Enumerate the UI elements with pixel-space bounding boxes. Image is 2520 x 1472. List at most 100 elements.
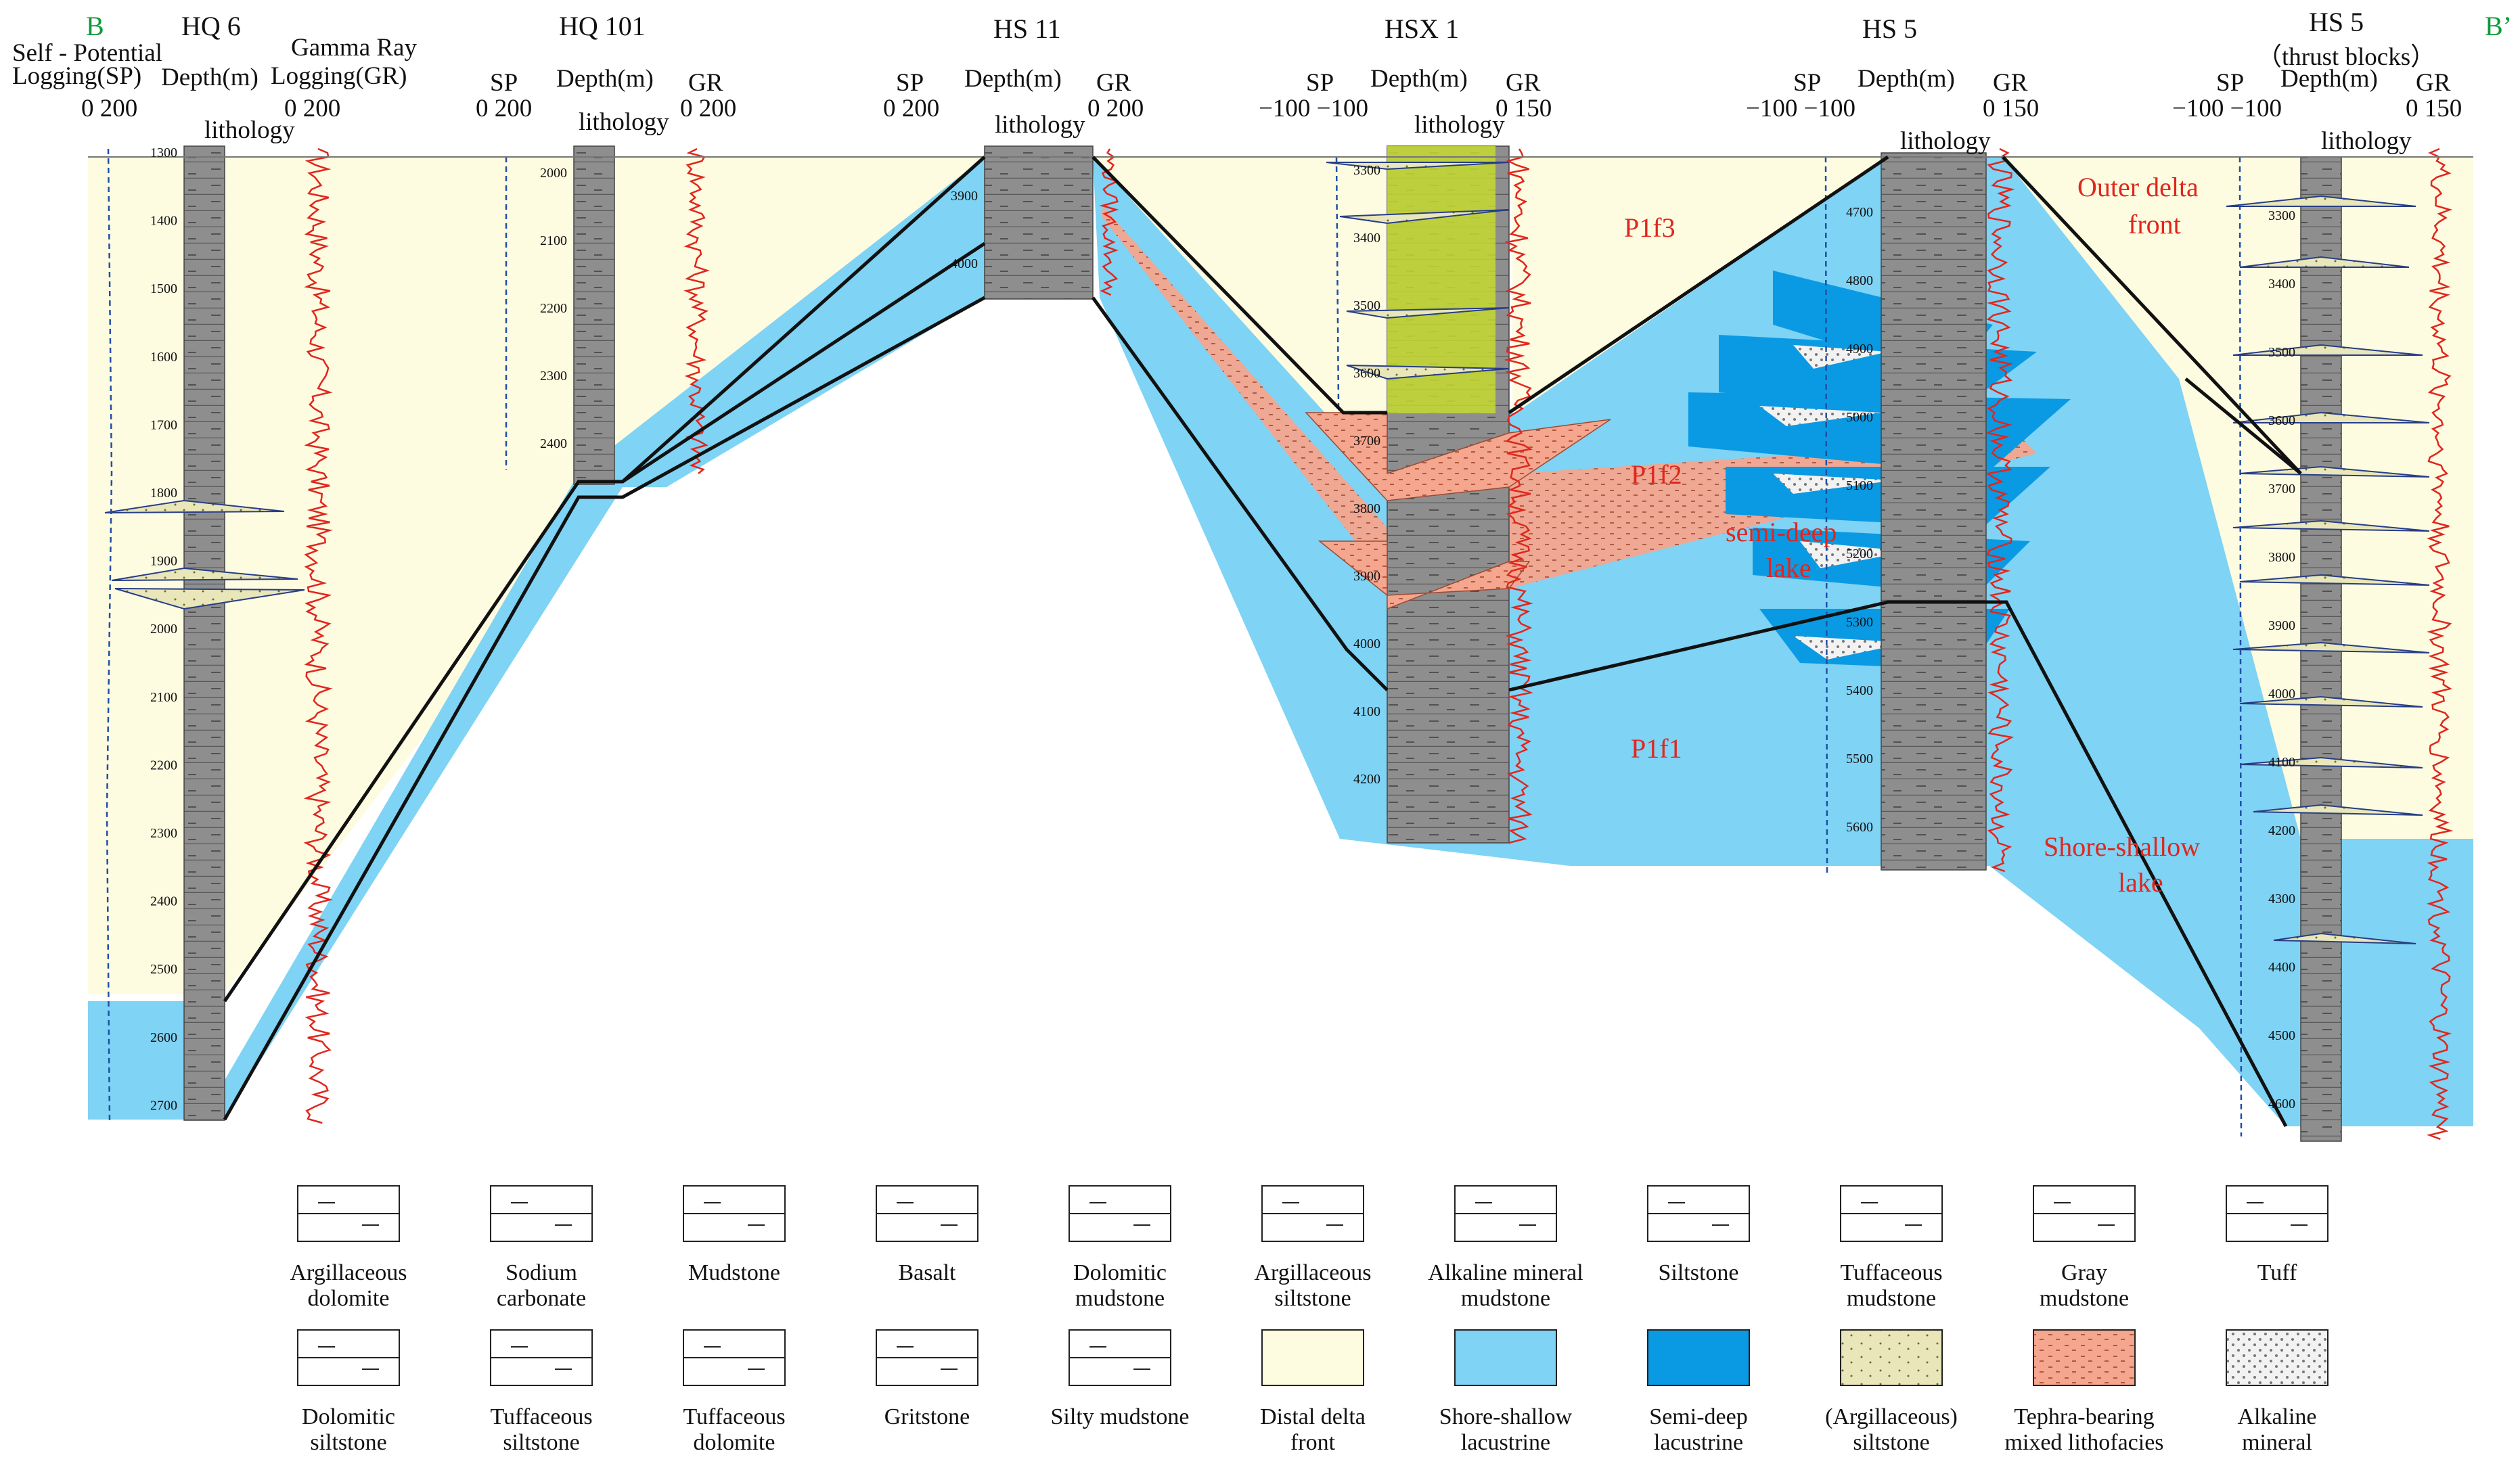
depth-tick-label: 2300 xyxy=(540,369,567,384)
legend-label-line1: Gritstone xyxy=(884,1404,970,1429)
depth-tick-label: 3500 xyxy=(1353,298,1380,313)
depth-tick-label: 2200 xyxy=(150,758,177,773)
lithology-label: lithology xyxy=(1900,127,1991,155)
lithology-label: lithology xyxy=(204,116,295,144)
legend-symbol xyxy=(298,1346,399,1370)
well-name: HQ 101 xyxy=(559,11,646,41)
legend-symbol xyxy=(1455,1202,1556,1226)
legend-label-line2: siltstone xyxy=(503,1430,579,1455)
legend-symbol xyxy=(491,1346,592,1370)
depth-tick-label: 2400 xyxy=(540,436,567,451)
depth-tick-label: 3300 xyxy=(1353,163,1380,178)
depth-tick-labels: 1300140015001600170018001900200021002200… xyxy=(150,145,2295,1113)
legend-item-silty-mudstone: Silty mudstone xyxy=(1051,1329,1189,1429)
gr-label: GR xyxy=(688,69,723,97)
sp-scale: −100 −100 xyxy=(2172,95,2282,122)
legend-symbol xyxy=(876,1202,978,1226)
legend-symbol xyxy=(491,1202,592,1226)
depth-tick-label: 1700 xyxy=(150,417,177,432)
legend-label-line1: Tuff xyxy=(2257,1260,2297,1285)
gr-scale: 0 200 xyxy=(284,95,340,122)
legend-label-line1: Siltstone xyxy=(1658,1260,1738,1285)
depth-tick-label: 2200 xyxy=(540,301,567,316)
legend-item-siltstone: Siltstone xyxy=(1647,1185,1750,1285)
depth-tick-label: 4000 xyxy=(1353,637,1380,651)
depth-tick-label: 5100 xyxy=(1846,478,1873,493)
depth-tick-label: 5000 xyxy=(1846,410,1873,425)
legend-item-tuff: Tuff xyxy=(2226,1185,2328,1285)
gr-label: GR xyxy=(2416,69,2451,97)
semi-deep-lake-label-2: lake xyxy=(1766,553,1812,583)
depth-tick-label: 4100 xyxy=(2268,755,2295,770)
legend-label-line1: Alkaline mineral xyxy=(1428,1260,1583,1285)
shore-shallow-lake-label-1: Shore-shallow xyxy=(2044,831,2200,862)
legend-symbol xyxy=(683,1202,785,1226)
well-hs11-header: HS 11 SP Depth(m) GR 0 200 0 200 litholo… xyxy=(883,14,1144,139)
gr-title-line1: Gamma Ray xyxy=(291,34,417,62)
sp-title-line2: Logging(SP) xyxy=(12,62,141,90)
legend-label-line1: Tuffaceous xyxy=(683,1404,785,1429)
legend-item-argillaceous-siltstone-fill: (Argillaceous)siltstone xyxy=(1825,1329,1958,1455)
depth-tick-label: 2500 xyxy=(150,962,177,977)
legend-label-line2: siltstone xyxy=(1853,1430,1929,1455)
depth-tick-label: 3600 xyxy=(1353,366,1380,381)
depth-label: Depth(m) xyxy=(556,65,654,93)
depth-tick-label: 2400 xyxy=(150,894,177,909)
gr-curves xyxy=(303,147,2454,1141)
hq101-lithology xyxy=(573,145,615,485)
well-sublabel: （thrust blocks） xyxy=(2257,43,2435,71)
legend-label-line2: mudstone xyxy=(1075,1286,1165,1311)
legend-swatch xyxy=(1647,1329,1750,1386)
depth-label: Depth(m) xyxy=(161,64,258,91)
depth-tick-label: 2300 xyxy=(150,826,177,841)
lithology-label: lithology xyxy=(995,111,1085,139)
sp-label: SP xyxy=(1306,69,1334,97)
depth-tick-label: 2100 xyxy=(540,233,567,248)
legend-symbol xyxy=(2033,1202,2135,1226)
hq6-lithology xyxy=(183,145,225,1121)
well-name: HS 11 xyxy=(993,14,1061,44)
legend-label-line1: Tuffaceous xyxy=(490,1404,592,1429)
depth-tick-label: 4000 xyxy=(951,256,978,271)
depth-tick-label: 5300 xyxy=(1846,615,1873,630)
legend-label-line1: Sodium xyxy=(505,1260,577,1285)
depth-tick-label: 5600 xyxy=(1846,820,1873,835)
legend-label-line1: Mudstone xyxy=(688,1260,780,1285)
legend-item-mudstone: Mudstone xyxy=(683,1185,786,1285)
gr-label: GR xyxy=(1096,69,1131,97)
legend-label-line2: front xyxy=(1290,1430,1336,1455)
depth-tick-label: 4200 xyxy=(2268,823,2295,838)
legend-label-line1: Distal delta xyxy=(1260,1404,1366,1429)
sp-label: SP xyxy=(1793,69,1821,97)
depth-tick-label: 3600 xyxy=(2268,413,2295,428)
sp-label: SP xyxy=(490,69,518,97)
well-name: HS 5 xyxy=(1862,14,1917,44)
legend: ArgillaceousdolomiteSodiumcarbonateMudst… xyxy=(290,1185,2328,1455)
end-right-label: B’ xyxy=(2485,11,2512,41)
semi-deep-lake-label-1: semi-deep xyxy=(1726,517,1837,547)
depth-tick-label: 1900 xyxy=(150,554,177,569)
depth-tick-label: 2600 xyxy=(150,1030,177,1045)
sp-label: SP xyxy=(2216,69,2244,97)
sp-scale: −100 −100 xyxy=(1259,95,1368,122)
well-hq101-header: HQ 101 SP Depth(m) GR 0 200 0 200 lithol… xyxy=(476,11,736,136)
gr-title-line2: Logging(GR) xyxy=(271,62,407,90)
sp-scale: −100 −100 xyxy=(1746,95,1855,122)
depth-tick-label: 4900 xyxy=(1846,342,1873,356)
legend-label-line1: Shore-shallow xyxy=(1439,1404,1573,1429)
legend-swatch xyxy=(1840,1329,1943,1386)
hs11-lithology xyxy=(984,145,1094,300)
correlation-lines xyxy=(88,155,2473,1128)
legend-swatch xyxy=(1454,1329,1557,1386)
depth-tick-label: 3300 xyxy=(2268,208,2295,223)
depth-tick-label: 3900 xyxy=(2268,618,2295,633)
well-name: HSX 1 xyxy=(1385,14,1459,44)
depth-tick-label: 3900 xyxy=(1353,569,1380,584)
